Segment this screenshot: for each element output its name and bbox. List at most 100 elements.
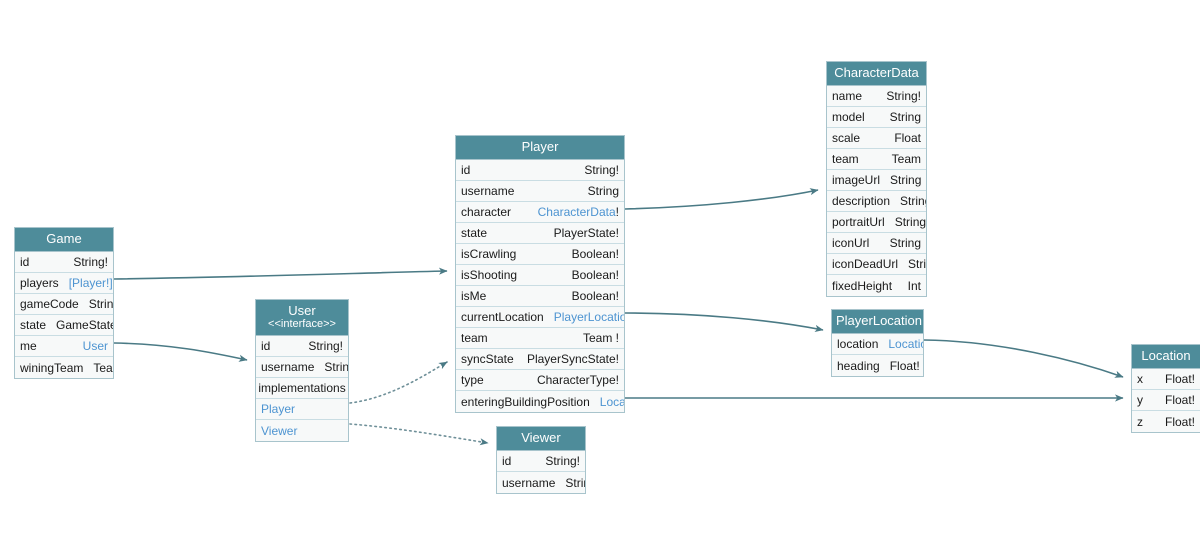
table-row[interactable]: description String	[827, 191, 926, 212]
field-type: String	[894, 215, 926, 229]
table-row[interactable]: imageUrl String	[827, 170, 926, 191]
field-name: username	[502, 475, 556, 490]
connector-game-me-to-user	[113, 342, 248, 362]
field-type: String!	[545, 454, 580, 468]
field-type[interactable]: [Player!]	[68, 276, 113, 290]
table-row[interactable]: winingTeam Team	[15, 357, 113, 378]
field-type: String	[889, 110, 921, 124]
table-row[interactable]: players [Player!]	[15, 273, 113, 294]
field-type-link[interactable]: PlayerLocation	[553, 310, 624, 324]
table-row[interactable]: enteringBuildingPosition Location	[456, 391, 624, 412]
field-type: Boolean!	[571, 247, 619, 261]
table-row[interactable]: isShooting Boolean!	[456, 265, 624, 286]
field-name: type	[461, 373, 484, 387]
table-row[interactable]: iconDeadUrl String	[827, 254, 926, 275]
field-name: iconDeadUrl	[832, 257, 899, 271]
field-type[interactable]: Location!	[888, 337, 923, 351]
field-name: username	[461, 184, 515, 198]
table-row[interactable]: username String	[456, 181, 624, 202]
table-row[interactable]: location Location!	[832, 334, 923, 355]
table-row[interactable]: scale Float	[827, 128, 926, 149]
field-type[interactable]: CharacterData!	[538, 205, 619, 219]
table-row[interactable]: isMe Boolean!	[456, 286, 624, 307]
table-row[interactable]: character CharacterData!	[456, 202, 624, 223]
field-name: enteringBuildingPosition	[461, 394, 590, 409]
entity-user[interactable]: User <<interface>> id String! username S…	[255, 299, 349, 442]
table-row[interactable]: team Team !	[456, 328, 624, 349]
table-row[interactable]: portraitUrl String	[827, 212, 926, 233]
field-type: String	[565, 475, 585, 490]
table-row[interactable]: model String	[827, 107, 926, 128]
entity-player[interactable]: Player id String! username String charac…	[455, 135, 625, 413]
table-row[interactable]: me User	[15, 336, 113, 357]
entity-characterdata[interactable]: CharacterData name String! model String …	[826, 61, 927, 297]
field-type: Float!	[1164, 393, 1195, 407]
table-row[interactable]: id String!	[456, 160, 624, 181]
field-type: CharacterType!	[536, 373, 619, 387]
entity-playerlocation-title: PlayerLocation	[832, 310, 923, 334]
connector-playerlocation-location-to-location	[923, 339, 1124, 378]
table-row[interactable]: isCrawling Boolean!	[456, 244, 624, 265]
table-row[interactable]: fixedHeight Int	[827, 275, 926, 296]
table-row[interactable]: username String	[497, 472, 585, 493]
list-item[interactable]: Viewer	[256, 420, 348, 441]
field-name: state	[20, 318, 47, 332]
entity-characterdata-title: CharacterData	[827, 62, 926, 86]
table-row[interactable]: id String!	[256, 336, 348, 357]
implementations-label: implementations	[258, 381, 346, 395]
entity-user-stereotype: <<interface>>	[268, 318, 336, 330]
entity-game[interactable]: Game id String! players [Player!] gameCo…	[14, 227, 114, 379]
table-row[interactable]: team Team	[827, 149, 926, 170]
table-row[interactable]: iconUrl String	[827, 233, 926, 254]
table-row[interactable]: name String!	[827, 86, 926, 107]
implementations-header: implementations	[256, 378, 348, 399]
table-row[interactable]: state PlayerState!	[456, 223, 624, 244]
table-row[interactable]: type CharacterType!	[456, 370, 624, 391]
field-name: gameCode	[20, 297, 79, 311]
field-type: PlayerState!	[553, 226, 619, 240]
field-name: username	[261, 360, 315, 374]
entity-viewer[interactable]: Viewer id String! username String	[496, 426, 586, 494]
table-row[interactable]: currentLocation PlayerLocation!	[456, 307, 624, 328]
field-type: GameState!	[56, 318, 113, 332]
field-type: String	[908, 257, 926, 271]
table-row[interactable]: x Float!	[1132, 369, 1200, 390]
field-type[interactable]: PlayerLocation!	[554, 310, 624, 324]
field-type: String!	[584, 163, 619, 177]
field-name: me	[20, 339, 37, 353]
field-name: model	[832, 110, 865, 124]
implementation-viewer[interactable]: Viewer	[261, 423, 298, 438]
field-name: fixedHeight	[832, 278, 893, 293]
table-row[interactable]: id String!	[497, 451, 585, 472]
table-row[interactable]: id String!	[15, 252, 113, 273]
entity-location-title: Location	[1132, 345, 1200, 369]
field-type-link[interactable]: CharacterData	[537, 205, 616, 219]
field-type[interactable]: Location	[599, 394, 624, 409]
entity-user-name: User	[288, 303, 316, 318]
entity-viewer-title: Viewer	[497, 427, 585, 451]
list-item[interactable]: Player	[256, 399, 348, 420]
field-type[interactable]: User	[82, 339, 108, 353]
table-row[interactable]: state GameState!	[15, 315, 113, 336]
table-row[interactable]: username String	[256, 357, 348, 378]
entity-playerlocation[interactable]: PlayerLocation location Location! headin…	[831, 309, 924, 377]
field-name: id	[20, 255, 30, 269]
field-name: winingTeam	[20, 360, 84, 375]
connector-player-character-to-characterdata	[624, 188, 819, 210]
field-type: Team	[891, 152, 921, 166]
field-type: String!	[73, 255, 108, 269]
field-type: String	[587, 184, 619, 198]
implementation-player[interactable]: Player	[261, 402, 296, 416]
field-name: players	[20, 276, 59, 290]
entity-location[interactable]: Location x Float! y Float! z Float!	[1131, 344, 1200, 433]
field-name: x	[1137, 372, 1143, 386]
field-name: z	[1137, 414, 1143, 429]
table-row[interactable]: gameCode String!	[15, 294, 113, 315]
field-name: id	[261, 339, 271, 353]
table-row[interactable]: y Float!	[1132, 390, 1200, 411]
table-row[interactable]: z Float!	[1132, 411, 1200, 432]
table-row[interactable]: syncState PlayerSyncState!	[456, 349, 624, 370]
table-row[interactable]: heading Float!	[832, 355, 923, 376]
field-name: currentLocation	[461, 310, 544, 324]
